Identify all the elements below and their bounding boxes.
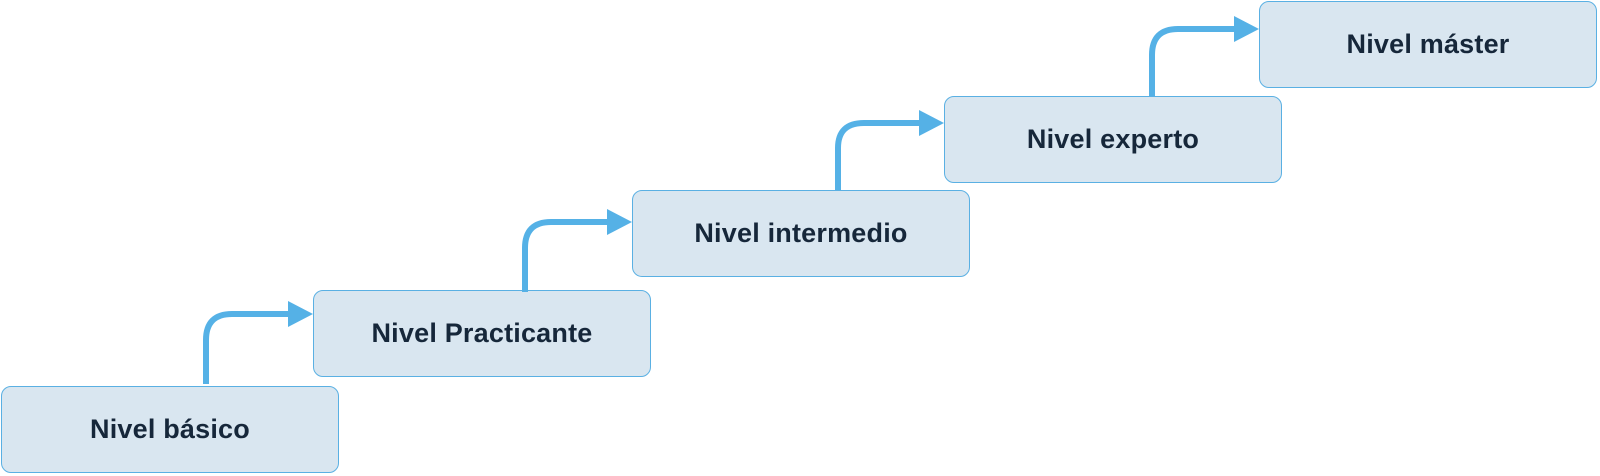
level-label-experto: Nivel experto [1026, 124, 1200, 154]
arrowhead-4 [1234, 16, 1259, 42]
arrowhead-3 [919, 110, 944, 136]
level-box-practicante: Nivel Practicante [313, 290, 651, 377]
level-box-experto: Nivel experto [944, 96, 1282, 183]
level-label-master: Nivel máster [1346, 29, 1510, 59]
level-box-master: Nivel máster [1259, 1, 1597, 88]
arrowhead-1 [288, 301, 313, 327]
level-box-basico: Nivel básico [1, 386, 339, 473]
step-arrow-4 [1149, 26, 1236, 96]
level-label-basico: Nivel básico [90, 414, 250, 444]
step-arrow-2 [522, 219, 609, 292]
step-arrow-1 [203, 311, 290, 384]
level-label-practicante: Nivel Practicante [371, 318, 593, 348]
arrowhead-2 [607, 209, 632, 235]
level-box-intermedio: Nivel intermedio [632, 190, 970, 277]
level-label-intermedio: Nivel intermedio [694, 218, 908, 248]
step-arrow-3 [835, 120, 921, 190]
